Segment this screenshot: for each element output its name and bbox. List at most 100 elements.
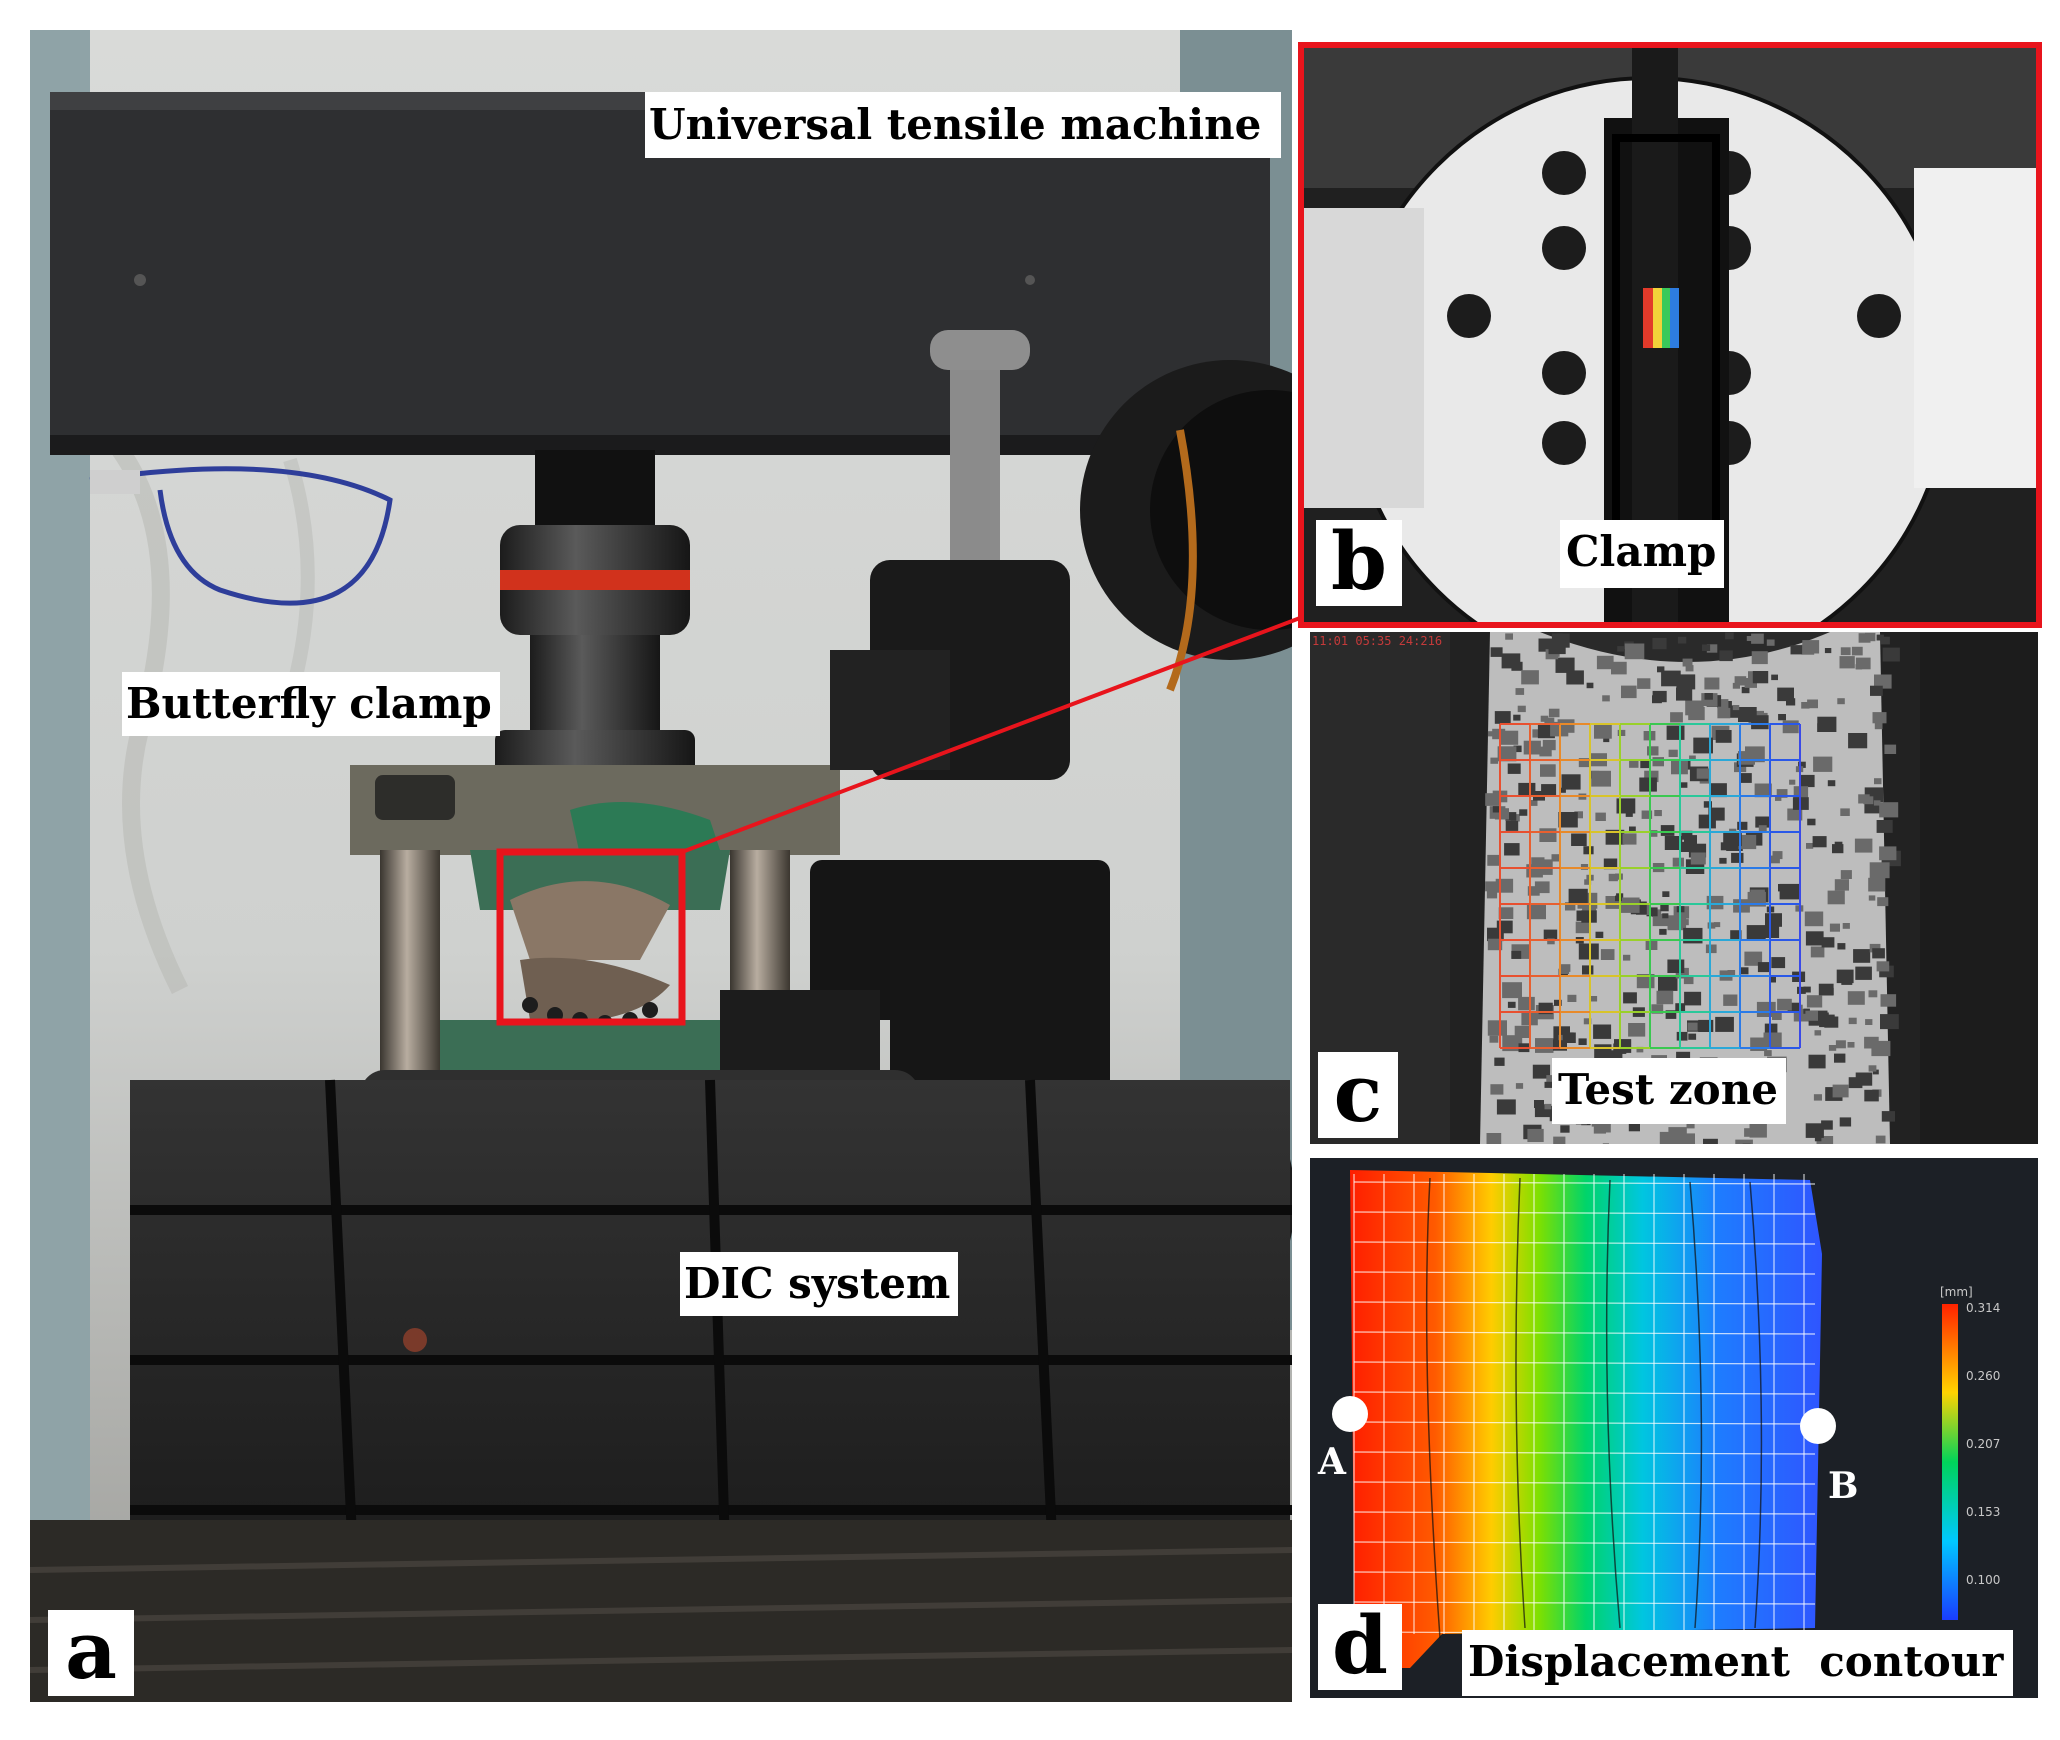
speckle-dot [1543, 929, 1558, 941]
speckle-dot [1617, 646, 1624, 652]
speckle-dot [1575, 921, 1591, 934]
panel-a-photo [30, 30, 1292, 1702]
speckle-dot [1821, 1120, 1833, 1130]
speckle-dot [1494, 1057, 1505, 1066]
label-displacement-contour: Displacement contour [1462, 1630, 2014, 1696]
speckle-dot [1496, 1099, 1516, 1115]
speckle-dot [1541, 784, 1557, 797]
panel-d-displacement-contour: [mm] 0.314 0.260 0.207 0.153 0.100 A B [1310, 1158, 2038, 1698]
speckle-dot [1490, 1084, 1504, 1095]
speckle-dot [1662, 913, 1669, 919]
speckle-dot [1617, 729, 1626, 736]
label-test-zone: Test zone [1552, 1058, 1786, 1124]
contour-grid-line [1353, 1301, 1816, 1305]
speckle-dot [1851, 646, 1863, 656]
speckle-dot [1769, 977, 1776, 983]
speckle-dot [1786, 698, 1796, 706]
speckle-dot [1544, 1103, 1552, 1110]
speckle-dot [1628, 1122, 1640, 1132]
speckle-dot [1514, 1025, 1530, 1038]
speckle-dot [1837, 943, 1846, 950]
speckle-dot [1667, 959, 1685, 973]
speckle-dot [1875, 1135, 1886, 1144]
speckle-dot [1803, 986, 1811, 993]
speckle-dot [1502, 982, 1522, 999]
speckle-dot [1539, 828, 1557, 842]
speckle-dot [1495, 878, 1514, 893]
speckle-dot [1730, 930, 1742, 940]
contour-grid-line [1353, 1331, 1816, 1335]
contour-grid-line [1353, 1241, 1816, 1245]
speckle-dot [1834, 841, 1843, 848]
scale-tick-4: 0.100 [1966, 1573, 2000, 1587]
speckle-dot [1750, 889, 1765, 902]
speckle-dot [1680, 841, 1694, 852]
speckle-dot [1855, 966, 1872, 980]
speckle-dot [1840, 870, 1852, 879]
speckle-dot [1839, 656, 1855, 669]
point-b-label: B [1828, 1465, 1858, 1507]
speckle-dot [1704, 693, 1713, 700]
contour-grid-line [1353, 1211, 1816, 1215]
speckle-dot [1660, 904, 1669, 912]
scale-tick-2: 0.207 [1966, 1437, 2000, 1451]
speckle-dot [1640, 759, 1651, 769]
speckle-dot [1848, 733, 1868, 749]
speckle-dot [1578, 1038, 1587, 1045]
speckle-dot [1551, 854, 1561, 862]
speckle-dot [1751, 651, 1768, 665]
color-scale-bar [1942, 1304, 1958, 1620]
speckle-dot [1813, 756, 1833, 772]
speckle-dot [1738, 751, 1755, 765]
speckle-dot [1727, 970, 1736, 977]
speckle-dot [1733, 899, 1750, 913]
speckle-dot [1492, 728, 1506, 740]
speckle-dot [1782, 720, 1799, 734]
speckle-dot [1765, 913, 1782, 927]
speckle-dot [1621, 685, 1637, 699]
speckle-dot [1698, 814, 1716, 829]
speckle-dot [1829, 923, 1840, 932]
speckle-dot [1602, 695, 1610, 702]
speckle-dot [1855, 657, 1871, 670]
speckle-dot [1489, 1035, 1499, 1043]
speckle-dot [1608, 873, 1618, 882]
speckle-dot [1789, 779, 1796, 785]
contour-grid-line [1353, 1451, 1816, 1455]
scale-tick-1: 0.260 [1966, 1369, 2000, 1383]
speckle-dot [1834, 1053, 1846, 1063]
speckle-dot [1806, 995, 1823, 1008]
speckle-dot [1636, 1046, 1644, 1053]
speckle-dot [1873, 800, 1881, 806]
speckle-dot [1545, 649, 1559, 660]
speckle-dot [1787, 808, 1803, 821]
speckle-dot [1864, 1089, 1879, 1102]
speckle-dot [1732, 682, 1740, 689]
speckle-dot [1662, 891, 1670, 897]
speckle-dot [1874, 778, 1882, 785]
speckle-dot [1652, 637, 1667, 650]
speckle-dot [1492, 806, 1501, 813]
speckle-dot [1755, 816, 1770, 828]
speckle-dot [1658, 975, 1678, 991]
speckle-dot [1879, 846, 1897, 861]
speckle-dot [1560, 1125, 1570, 1133]
speckle-dot [1610, 1050, 1623, 1061]
label-clamp: Clamp [1560, 520, 1725, 588]
speckle-dot [1583, 846, 1594, 855]
speckle-dot [1497, 746, 1517, 762]
speckle-dot [1717, 707, 1731, 719]
speckle-dot [1806, 843, 1814, 849]
speckle-dot [1547, 938, 1555, 945]
speckle-dot [1566, 670, 1584, 685]
speckle-dot [1603, 858, 1618, 870]
speckle-dot [1578, 758, 1590, 768]
speckle-dot [1544, 1081, 1553, 1088]
speckle-dot [1702, 644, 1711, 651]
speckle-dot [1746, 925, 1766, 941]
panel-letter-d: d [1318, 1604, 1402, 1690]
speckle-dot [1544, 717, 1555, 726]
speckle-dot [1777, 998, 1792, 1011]
speckle-dot [1798, 761, 1806, 768]
panel-letter-b: b [1316, 520, 1402, 606]
